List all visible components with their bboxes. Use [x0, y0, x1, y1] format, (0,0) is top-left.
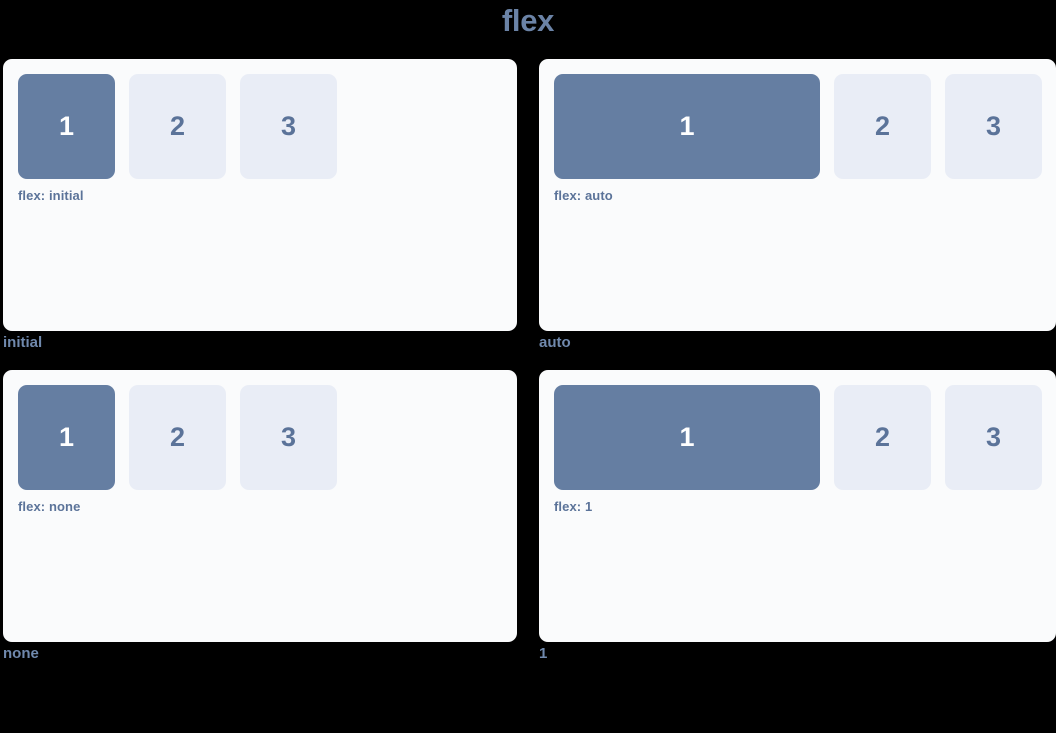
- demo-cell-one: 1 2 3 flex: 1 1: [539, 370, 1056, 664]
- demo-grid: 1 2 3 flex: initial initial 1 2 3 flex: …: [3, 59, 1056, 664]
- demo-cell-initial: 1 2 3 flex: initial initial: [3, 59, 517, 353]
- demo-caption-one: 1: [539, 645, 548, 662]
- code-label-one: flex: 1: [554, 499, 593, 514]
- demo-cell-none: 1 2 3 flex: none none: [3, 370, 517, 664]
- demo-caption-initial: initial: [3, 334, 43, 351]
- demo-panel-auto: 1 2 3 flex: auto: [539, 59, 1056, 331]
- flex-item-2: 2: [834, 74, 931, 179]
- demo-panel-one: 1 2 3 flex: 1: [539, 370, 1056, 642]
- flex-item-2: 2: [129, 74, 226, 179]
- flex-container-initial: 1 2 3: [18, 74, 517, 179]
- flex-item-3: 3: [945, 385, 1042, 490]
- flex-item-3: 3: [945, 74, 1042, 179]
- flex-container-auto: 1 2 3: [554, 74, 1056, 179]
- flex-container-none: 1 2 3: [18, 385, 517, 490]
- demo-panel-none: 1 2 3 flex: none: [3, 370, 517, 642]
- demo-panel-initial: 1 2 3 flex: initial: [3, 59, 517, 331]
- flex-item-3: 3: [240, 74, 337, 179]
- flex-container-one: 1 2 3: [554, 385, 1056, 490]
- code-label-initial: flex: initial: [18, 188, 84, 203]
- flex-item-1: 1: [554, 385, 820, 490]
- code-label-none: flex: none: [18, 499, 81, 514]
- flex-item-1: 1: [554, 74, 820, 179]
- flex-item-1: 1: [18, 74, 115, 179]
- flex-item-1: 1: [18, 385, 115, 490]
- flex-item-2: 2: [129, 385, 226, 490]
- flex-item-2: 2: [834, 385, 931, 490]
- page-title: flex: [501, 3, 555, 38]
- demo-caption-auto: auto: [539, 334, 571, 351]
- demo-cell-auto: 1 2 3 flex: auto auto: [539, 59, 1056, 353]
- code-label-auto: flex: auto: [554, 188, 613, 203]
- flex-item-3: 3: [240, 385, 337, 490]
- demo-caption-none: none: [3, 645, 39, 662]
